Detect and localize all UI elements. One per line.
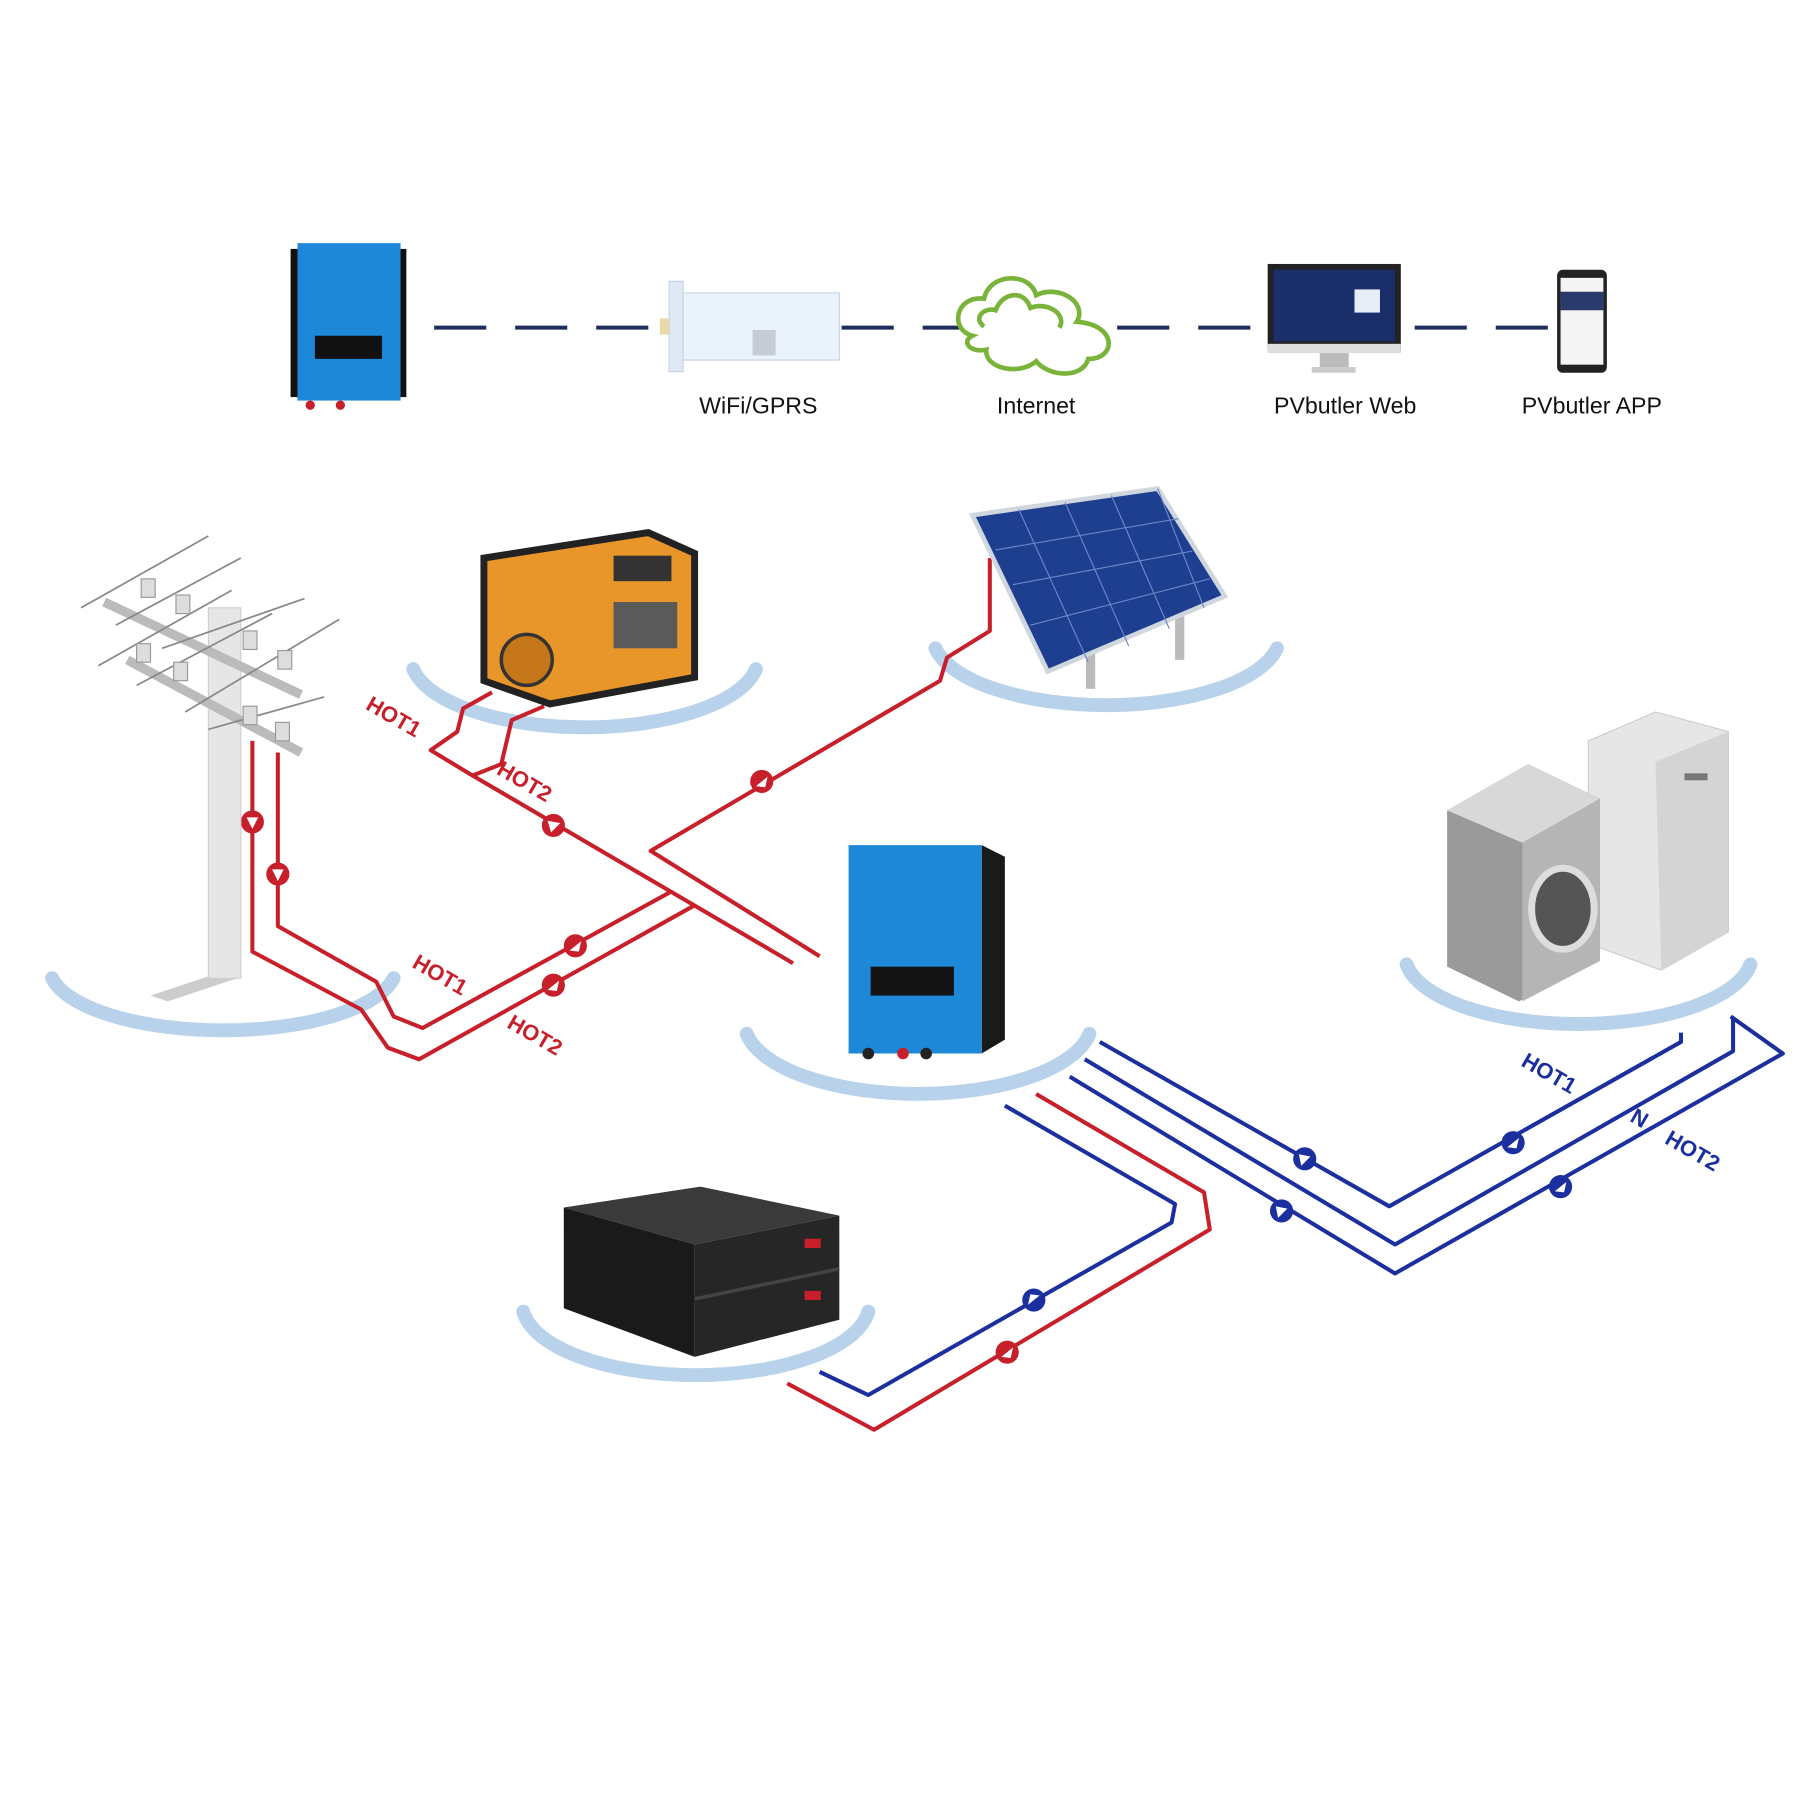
grid-hot2-wire — [275, 752, 673, 1031]
inverter-platform — [739, 1026, 1097, 1101]
gen-hot2-label: HOT2 — [493, 756, 556, 807]
load-hot2-label: HOT2 — [1661, 1125, 1724, 1176]
load-hot2-wire — [1068, 1014, 1785, 1276]
comm-chain: WiFi/GPRS Internet PVbutler Web PVbutler… — [290, 243, 1662, 418]
flow-arrows — [240, 769, 1573, 1364]
generator-icon — [480, 528, 699, 708]
battery-neg-wire — [818, 1103, 1178, 1398]
internet-label: Internet — [997, 392, 1076, 418]
solar-panel-icon — [969, 486, 1229, 689]
flow-arrow-icon — [995, 1340, 1019, 1364]
app-label: PVbutler APP — [1522, 392, 1662, 418]
gen-hot1-wire — [428, 690, 795, 965]
load-hot1-wire — [1098, 1032, 1683, 1209]
grid-hot2-label: HOT2 — [503, 1010, 566, 1061]
smartphone-icon — [1557, 269, 1607, 373]
web-label: PVbutler Web — [1274, 392, 1416, 418]
platforms — [45, 641, 1758, 1383]
flow-arrow-icon — [563, 934, 587, 958]
wifi-module-icon — [659, 280, 840, 373]
generator-platform — [406, 662, 763, 735]
ac-input-wiring — [250, 558, 1212, 1432]
cloud-icon — [955, 275, 1111, 376]
ac-output-wiring — [818, 1014, 1785, 1398]
load-hot1-label: HOT1 — [1518, 1048, 1581, 1099]
gen-hot1-label: HOT1 — [362, 691, 425, 742]
flow-arrow-icon — [750, 769, 774, 794]
battery-platform — [516, 1304, 876, 1383]
hybrid-inverter-icon — [848, 845, 1005, 1060]
inverter-icon — [290, 243, 407, 410]
grid-hot1-wire — [250, 740, 696, 1062]
appliances-icon — [1447, 711, 1730, 1002]
wifi-label: WiFi/GPRS — [699, 392, 817, 418]
monitor-icon — [1267, 263, 1401, 373]
gen-hot2-wire — [471, 704, 545, 778]
load-platform — [1399, 957, 1758, 1031]
grid-platform — [45, 971, 401, 1038]
battery-pos-wire — [786, 1092, 1212, 1432]
pv-wire — [648, 558, 992, 958]
battery-icon — [563, 1186, 840, 1357]
load-n-wire — [1083, 1018, 1736, 1247]
solar-platform — [928, 641, 1284, 713]
grid-hot1-label: HOT1 — [408, 949, 471, 1000]
utility-pole-icon — [80, 535, 340, 1002]
